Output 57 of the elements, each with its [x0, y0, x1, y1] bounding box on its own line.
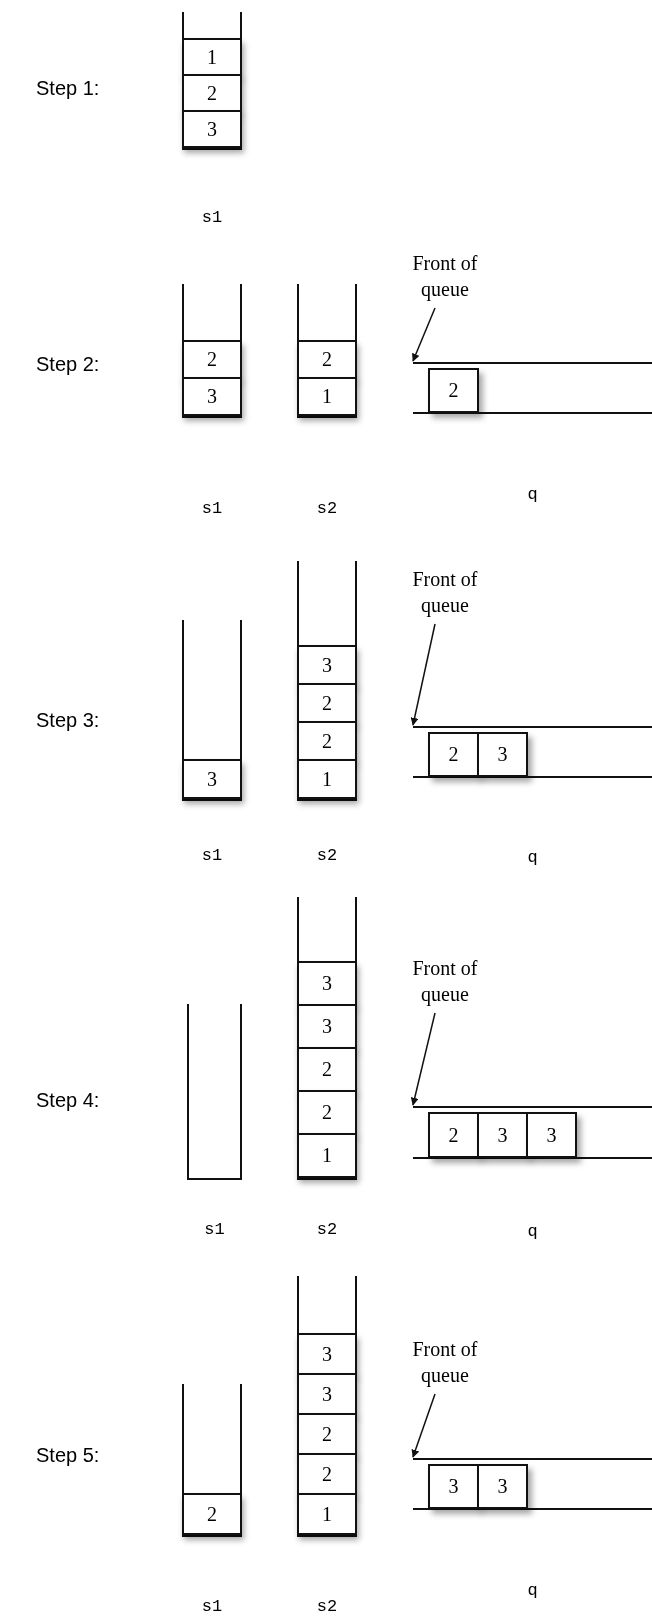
- stack-item: 1: [297, 759, 357, 799]
- stack-name: s2: [315, 1219, 339, 1239]
- queue-item: 3: [477, 732, 528, 777]
- stack-item: 1: [297, 1493, 357, 1535]
- stack-item: 2: [297, 340, 357, 379]
- step-label: Step 2:: [36, 352, 100, 376]
- queue-name: q: [526, 484, 539, 504]
- step-label: Step 3:: [36, 708, 100, 732]
- stack-item: 1: [182, 38, 242, 76]
- step-label: Step 5:: [36, 1443, 100, 1467]
- step-label: Step 1:: [36, 76, 100, 100]
- queue-item: 3: [477, 1112, 528, 1158]
- stack-name: s1: [200, 207, 224, 227]
- stack-item: 2: [297, 1090, 357, 1135]
- stack-name: s1: [200, 845, 224, 865]
- stack-name: s2: [315, 1596, 339, 1616]
- arrow: [410, 623, 436, 726]
- stack-name: s1: [203, 1219, 226, 1239]
- stack-item: 1: [297, 377, 357, 416]
- queue-name: q: [526, 1580, 539, 1600]
- step-label: Step 4:: [36, 1088, 100, 1112]
- stack-item: 3: [182, 377, 242, 416]
- stack-item: 2: [182, 74, 242, 112]
- stack-item: 2: [182, 340, 242, 379]
- queue-item: 3: [477, 1464, 528, 1509]
- stack-item: 3: [297, 645, 357, 685]
- stack-item: 3: [297, 1333, 357, 1375]
- stack-item: 2: [297, 683, 357, 723]
- arrow: [412, 307, 436, 362]
- note-text: Front of queue: [390, 566, 500, 620]
- stack-item: 2: [297, 1413, 357, 1455]
- queue-name: q: [526, 1221, 539, 1241]
- stack-item: 2: [182, 1493, 242, 1535]
- stack-name: s1: [200, 1596, 224, 1616]
- queue-item: 2: [428, 368, 479, 413]
- arrow: [410, 1012, 436, 1106]
- queue-item: 3: [428, 1464, 479, 1509]
- stack-item: 3: [297, 1373, 357, 1415]
- stack-name: s1: [200, 498, 224, 518]
- queue-item: 2: [428, 1112, 479, 1158]
- queue-item: 2: [428, 732, 479, 777]
- stack-item: 3: [297, 961, 357, 1006]
- arrow: [411, 1393, 436, 1458]
- queue-item: 3: [526, 1112, 577, 1158]
- stack-item: 3: [182, 759, 242, 799]
- note-text: Front of queue: [390, 250, 500, 304]
- stack-item: 2: [297, 1453, 357, 1495]
- queue-name: q: [526, 847, 539, 867]
- stack-item: 3: [297, 1004, 357, 1049]
- stack-item: 1: [297, 1133, 357, 1178]
- stack-name: s2: [315, 845, 339, 865]
- stack-item: 2: [297, 1047, 357, 1092]
- stack-item: 2: [297, 721, 357, 761]
- stack-name: s2: [315, 498, 339, 518]
- stack-item: 3: [182, 110, 242, 148]
- note-text: Front of queue: [390, 955, 500, 1009]
- note-text: Front of queue: [390, 1336, 500, 1390]
